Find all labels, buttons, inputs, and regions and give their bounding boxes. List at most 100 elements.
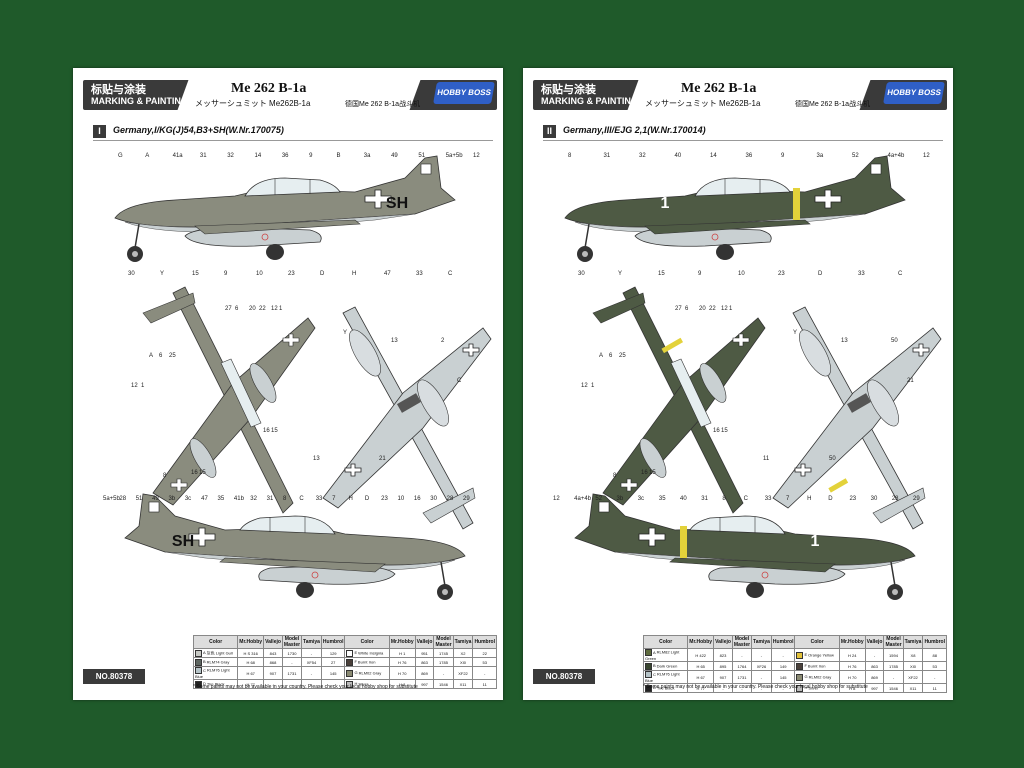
paint-code-hu: - [922,670,947,684]
paint-code-va: 863 [414,657,435,667]
callout-side: 32 [250,496,257,502]
color-table-heading: Model Master [731,635,753,649]
color-cell: BDark Green [642,661,689,671]
color-label: C [653,671,656,677]
paint-code-ta: XF54 [301,657,322,667]
paint-code-mm: 1731 [731,670,753,684]
callout-plan: A [599,353,604,359]
wing-cross [732,333,750,347]
callout-bottom: C [448,271,453,277]
paint-code-ta: - [301,679,322,689]
callout-top: 12 [473,153,480,159]
paint-code-hu: 145 [770,670,796,684]
callout-plan: 22 [259,306,266,312]
paint-code-mr: H S 316 [237,648,265,658]
callout-top: 5a+5b [445,153,463,159]
nacelle-marker [311,571,319,579]
callout-side: H [348,496,353,502]
paint-code-mr: H 422 [687,648,715,662]
color-table-heading: Tamiya [452,635,474,649]
color-cell: CRLM76 Light Blue [642,670,689,684]
callout-side: 31 [701,496,708,502]
product-number: NO.80378 [83,669,145,684]
nose-gear-strut [890,561,896,587]
color-table-heading: Model Master [433,635,454,649]
callout-side: 16 [413,496,421,502]
paint-code-va: 907 [263,666,283,680]
callout-plan: 8 [613,473,617,479]
color-table-heading: Humbrol [320,635,346,649]
callout-side: 10 [397,496,405,502]
paint-code-ta: - [751,670,772,684]
color-swatch [645,649,652,656]
nose-wheel-hub [582,251,588,257]
aircraft-profile-left: 1 [564,155,906,262]
color-table-heading: Mr.Hobby [388,635,416,649]
nose-wheel-hub [442,589,448,595]
underwing-cross [794,463,812,477]
callout-bottom: Y [618,271,623,277]
balkenkreuz-marking [814,189,842,209]
aircraft-drawings: 11 [564,155,942,600]
paint-code-hu: 145 [320,666,346,680]
paint-code-hu: 27 [320,657,346,667]
wing [194,219,361,235]
callout-plan: 50 [829,456,836,462]
callout-plan: 13 [841,338,848,344]
color-label: A [653,649,656,655]
callout-plan: 6 [235,306,239,312]
callout-plan: C [457,378,462,384]
plan-engine-underside [867,379,899,427]
color-table-heading: Model Master [883,635,904,649]
callout-side: H [807,496,812,502]
wing-cross [620,478,638,492]
callout-plan: 16 [641,470,648,476]
header-title-en: MARKING & PAINTING [541,96,638,106]
color-swatch [195,680,202,688]
paint-code-va: 907 [713,670,733,684]
nose-gear-strut [134,223,140,249]
plan-wing-underside [322,327,492,509]
color-table-heading: Tamiya [902,635,924,649]
callout-top: 4a+4b [887,153,905,159]
header-title-cn: 标贴与涂装 [91,84,146,96]
callout-top: 40 [674,153,682,159]
callout-top: 9 [309,153,313,159]
color-name: RLM74 Gray [206,659,230,665]
callout-side: 7 [332,496,336,502]
callout-bottom: 47 [384,271,391,277]
callout-plan: 8 [163,473,167,479]
paint-code-mm: - [883,670,904,684]
paint-code-mm: - [281,679,303,689]
color-name: RLM82 Light Green [645,649,680,661]
color-cell: HSilver [344,679,390,689]
paint-code-mr: H 24 [838,648,866,662]
callout-top: 36 [745,153,753,159]
callout-plan: 12 [581,383,588,389]
paint-code-mm: - [731,683,753,693]
callout-bottom: 30 [128,271,135,277]
paint-code-mm: - [731,648,753,662]
paint-code-hu: 53 [472,657,497,667]
scheme-numeral: I [93,125,106,138]
color-name: Silver [808,685,819,691]
callout-bottom: 33 [416,271,423,277]
color-swatch [346,658,354,666]
callout-plan: 1 [591,383,595,389]
plan-tailplane [142,292,196,324]
paint-code-ta: XF22 [902,670,924,684]
wing [644,219,811,235]
paint-code-va: 823 [713,648,733,662]
paint-code-mr: H 67 [687,670,715,684]
callout-plan: 25 [169,353,176,359]
plan-engine-underside [799,329,831,377]
model-name: Me 262 B-1a [681,81,757,96]
callout-side: 28 [119,496,127,502]
callout-bottom: 15 [658,271,665,277]
callout-plan: 16 [263,428,270,434]
